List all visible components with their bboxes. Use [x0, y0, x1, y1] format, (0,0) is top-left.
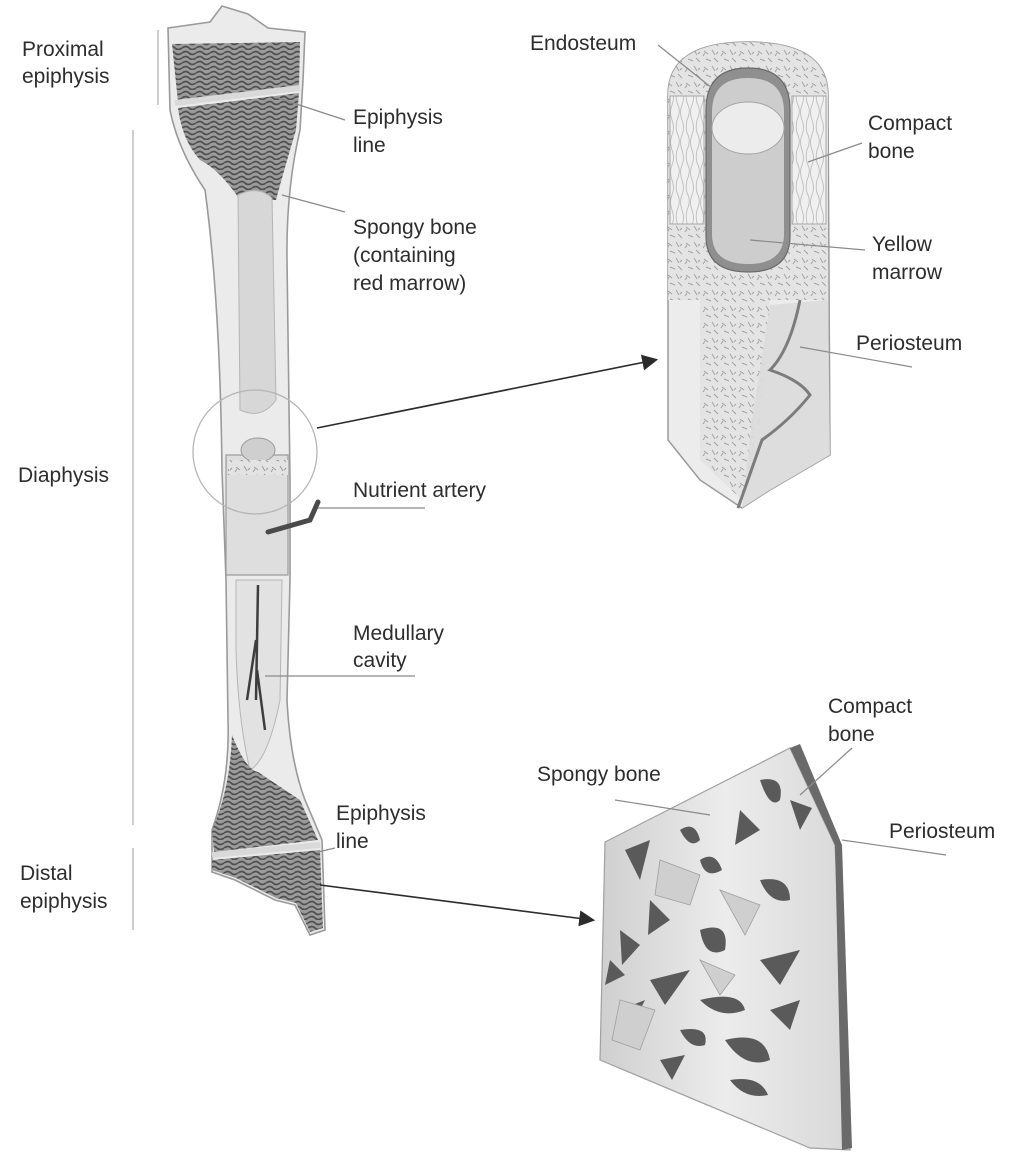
- label-compact-bone-top: Compact bone: [868, 112, 958, 163]
- label-medullary-cavity: Medullary cavity: [353, 622, 450, 672]
- distal-spongy-cap: [212, 850, 323, 932]
- label-yellow-marrow: Yellow marrow: [872, 233, 943, 284]
- medullary-cavity-upper: [238, 191, 276, 414]
- region-brackets: [133, 30, 158, 930]
- shaft-section-detail: [668, 42, 830, 508]
- shaft-section-marrow: [241, 438, 275, 462]
- label-distal-epiphysis: Distal epiphysis: [20, 862, 108, 913]
- label-periosteum-bottom: Periosteum: [889, 820, 995, 843]
- label-compact-bone-bottom: Compact bone: [828, 695, 918, 746]
- shaft-detail-yellow-marrow: [712, 102, 784, 154]
- shaft-detail-compact-left: [670, 96, 704, 224]
- bone-end-detail: [600, 744, 852, 1150]
- bone-labels: Epiphysis line Spongy bone (containing r…: [336, 106, 487, 853]
- arrow-to-shaft-detail: [317, 360, 655, 428]
- region-labels: Proximal epiphysis Diaphysis Distal epip…: [18, 38, 110, 913]
- label-diaphysis: Diaphysis: [18, 464, 109, 487]
- shaft-detail-compact-right: [792, 96, 826, 224]
- long-bone: [168, 6, 325, 935]
- shaft-section-spongy: [228, 460, 288, 475]
- label-endosteum: Endosteum: [530, 32, 636, 55]
- label-epiphysis-line-bottom: Epiphysis line: [336, 802, 432, 853]
- label-spongy-bone-end: Spongy bone: [537, 763, 661, 786]
- label-proximal-epiphysis: Proximal epiphysis: [22, 38, 110, 88]
- arrow-to-end-detail: [320, 885, 592, 920]
- label-epiphysis-line-top: Epiphysis line: [353, 106, 449, 157]
- leader-spongy-bone: [282, 195, 345, 212]
- label-periosteum-top: Periosteum: [856, 332, 962, 355]
- label-spongy-bone-red-marrow: Spongy bone (containing red marrow): [353, 216, 483, 295]
- label-nutrient-artery: Nutrient artery: [353, 479, 487, 502]
